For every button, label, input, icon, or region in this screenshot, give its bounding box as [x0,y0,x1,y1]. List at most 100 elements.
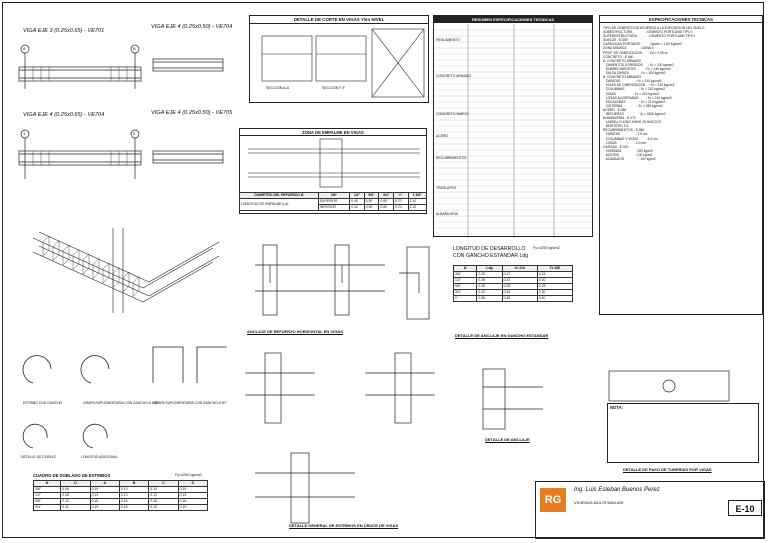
crossing-details-drawing [245,352,435,524]
axis-2-label: 2 [133,131,136,136]
spec-line: COLUMNAS : f'c = 210 kg/cm2 [603,87,665,92]
table-cell: 0.40 [536,295,574,302]
summary-section: RECUBRIMIENTOS [436,156,467,160]
axis-b-label: B [133,46,136,51]
spec-line: RECUBRIMIENTOS - E.060 [603,128,645,133]
table-header-row: Ø Ldg f'c 210 f'c 280 [452,265,574,272]
spec-line: LADRILLO KING KONG 18 HUECOS [603,120,661,125]
engineer-name: Ing. Luis Esteban Buenos Perez [574,487,660,493]
spec-line: CISTERNA : f'c = 280 kg/cm2 [603,103,663,108]
anchor-detail-drawing [482,368,543,430]
tech-specs-text: TIPO DE CEMENTO DE ACUERDO A LA EXPOSICI… [603,26,705,161]
caption-stirrup-crossing: DETALLE GENERAL DE ESTRIBOS EN CRUCE DE … [289,523,399,528]
section-f-label: SECCION F-F [322,86,345,90]
spec-line: ALBAÑILERIA - E.070 [603,116,636,121]
spec-line: FALSA ZAPATA : f'c = 100 kg/cm2 [603,71,666,76]
spec-line: PROF. DE CIMENTACION : Df = 2.00 m [603,50,668,55]
axis-a-label: A [23,46,26,51]
table-cell: 0.19 [177,504,209,511]
axis-1-label: 1 [23,131,26,136]
table-cell: 0.50 [363,204,380,211]
spec-line: ZAPATAS : 7.5 cm [603,132,648,137]
spec-line: ZAPATAS : f'c = 210 kg/cm2 [603,79,662,84]
table-cell: 0.56 [476,295,503,302]
splice-row-label: LONGITUD DE EMPALME (Ld) [239,198,319,211]
rebar-isometric-drawing [32,228,220,313]
notes-label: NOTA: [610,405,623,410]
table-cell: 0.70 [392,204,409,211]
caption-additional-length: LONGITUD ADICIONAL [81,455,118,459]
logo: RG [540,488,566,512]
spec-line: CAPACIDAD PORTANTE : Qadm = 1.50 Kg/cm2 [603,42,682,47]
dev-length-title-1: LONGITUD DE DESARROLLO [453,246,526,252]
anchorage-drawing [255,244,385,316]
table-row: INFERIOR 0.40 0.50 0.60 0.70 1.10 [240,204,428,211]
table-cell: 0.45 [501,295,538,302]
stirrup-details-drawing [22,346,227,384]
spec-line: REFUERZO : fy = 4200 kg/cm2 [603,111,666,116]
splice-zone-panel: ZONA DE EMPALME EN VIGAS [239,128,427,214]
sheet-number: E-10 [728,500,762,516]
spec-line: ACERO - E.060 [603,107,627,112]
splice-title: ZONA DE EMPALME EN VIGAS [239,128,427,136]
table-cell: INFERIOR [317,204,351,211]
spec-line: LOSAS ALIGERADAS : f'c = 210 kg/cm2 [603,95,672,100]
beam-title-3: VIGA EJE 4 (0.25x0.65) - VE704 [23,112,105,118]
notes-box: NOTA: [607,403,759,463]
spec-line: SUELOS - E.050 [603,38,628,43]
cut-detail-drawing [261,28,425,98]
table-cell: 0.19 [118,504,150,511]
tech-specs-panel: ESPECIFICACIONES TECNICAS TIPO DE CEMENT… [599,15,763,315]
spec-line: VIVIENDA : 200 kg/m2 [603,148,653,153]
caption-grapa-90: GRAPA SUPLEMENTARIA CON GANCHO A 90° [153,401,227,405]
summary-grid [434,24,594,238]
bend-table-title: CUADRO DE DOBLADO DE ESTRIBOS [33,473,111,478]
bend-details-drawing [22,423,108,449]
spec-line: CIMIENTOS CORRIDOS : f'c = 100 kg/cm2 [603,62,675,67]
spec-line: ZONA SISMICA : ZONA 4 [603,46,654,51]
table-cell: 1.10 [407,204,428,211]
spec-line: SUPERESTRUCTURA : CEMENTO PORTLAND TIPO … [603,34,696,39]
hook-drawing [399,246,430,320]
splice-table: DIAMETRO DEL REFUERZO Ø 3/8" 1/2" 5/8" 3… [239,192,428,211]
tech-specs-title: ESPECIFICACIONES TECNICAS [599,15,763,23]
caption-hook: DETALLE DE ANCLAJE EN GANCHO ESTANDAR [455,333,549,338]
spec-line: B. CONCRETO ARMADO [603,75,642,80]
spec-line: AZOTEA : 100 kg/m2 [603,152,653,157]
spec-line: LOSAS : 2.0 cm [603,140,646,145]
spec-line: TIPO DE CEMENTO DE ACUERDO A LA EXPOSICI… [603,26,705,30]
spec-line: ACABADOS : 100 kg/m2 [603,157,656,161]
caption-stirrup: ESTRIBO CON GANCHO [23,401,63,405]
spec-line: VIGAS DE CIMENTACION : f'c = 210 kg/cm2 [603,83,675,88]
table-cell: 0.19 [148,504,179,511]
cut-detail-panel: DETALLE DE CORTE EN VIGAS Y/en NIVEL SEC… [249,15,429,103]
beam-title-4: VIGA EJE 4 (0.25x0.50) - VE705 [151,110,233,116]
summary-specs-panel: RESUMEN ESPECIFICACIONES TECNICAS REGLAM… [433,15,594,238]
beam-title-1: VIGA EJE 3 (0.25x0.65) - VE701 [23,28,105,34]
spec-line: COLUMNAS Y VIGAS : 4.0 cm [603,136,658,141]
caption-anchorage: ANCLAJE DE REFUERZO HORIZONTAL EN VIGAS [247,329,343,334]
dev-length-title-2: CON GANCHO ESTANDAR Ldg [453,253,529,259]
project-name: VIVIENDA MULTIFAMILIAR [574,500,624,505]
pipe-passage-drawing [608,370,730,402]
spec-line: CARGAS - E.020 [603,144,629,149]
spec-line: SUBESTRUCTURA : CEMENTO PORTLAND TIPO I [603,30,693,35]
spec-line: MORTERO 1:4 [603,124,629,129]
summary-section: TRASLAPES [436,186,456,190]
table-cell: 3/4" [32,504,62,511]
section-a-label: SECCION A-A [266,86,290,90]
spec-line: SOBRECIMIENTOS : f'c = 140 kg/cm2 [603,66,671,71]
summary-title: RESUMEN ESPECIFICACIONES TECNICAS [433,15,593,23]
caption-grapa-135: GRAPA SUPLEMENTARIA CON GANCHO A 135° [83,401,159,405]
spec-line: VIGAS : f'c = 210 kg/cm2 [603,91,660,96]
spec-line: ESCALERAS : f'c = 210 kg/cm2 [603,99,666,104]
summary-section: REGLAMENTO [436,38,460,42]
summary-section: CONCRETO ARMADO [436,74,471,78]
caption-anchor: DETALLE DE ANCLAJE [485,437,530,442]
table-row: LONGITUD DE EMPALME (Ld) SUPERIOR 0.40 0… [239,198,428,211]
